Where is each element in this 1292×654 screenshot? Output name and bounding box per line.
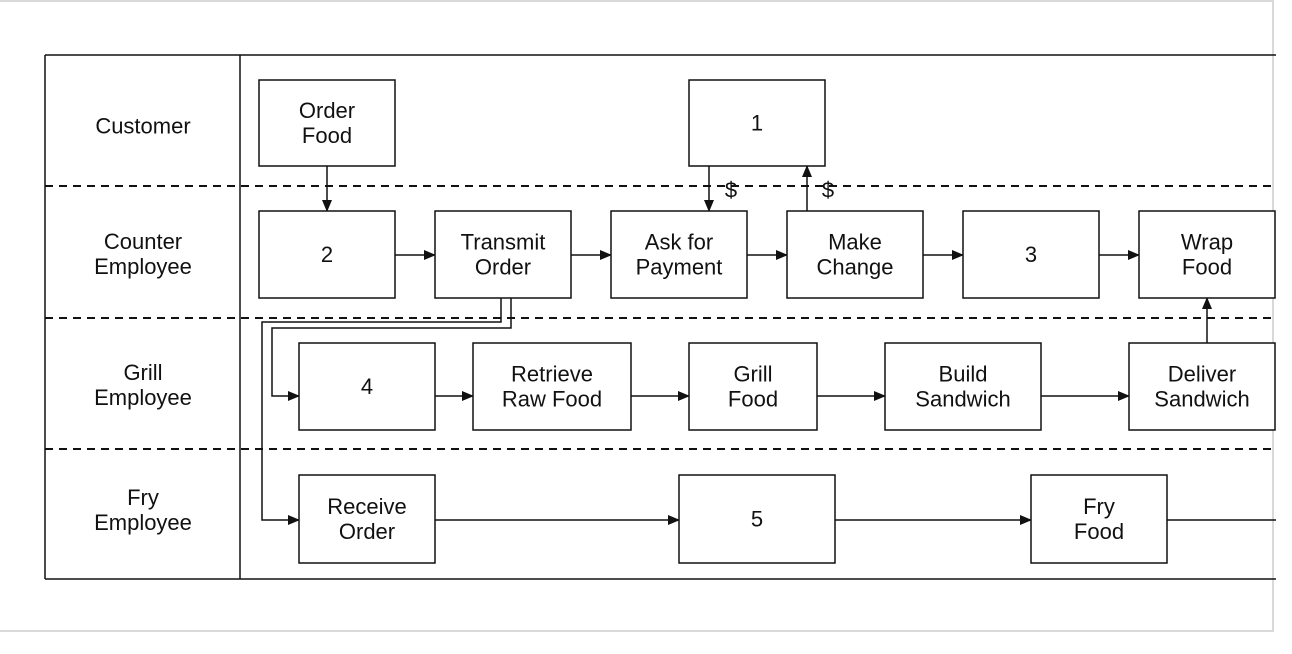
process-box-label: Change	[816, 255, 893, 280]
process-box-shape	[258, 79, 396, 167]
process-box-shape	[678, 474, 836, 564]
process-box-shape	[688, 79, 826, 167]
process-box-customer-1: 1	[688, 79, 826, 167]
process-box-label: Receive	[327, 494, 406, 519]
process-box-label: Sandwich	[1154, 387, 1249, 412]
process-box-label: Food	[1074, 519, 1124, 544]
process-box-label: Raw Food	[502, 387, 602, 412]
process-box-label: Order	[475, 255, 531, 280]
process-box-shape	[434, 210, 572, 299]
diagram-frame	[0, 0, 1274, 632]
process-box-shape	[298, 474, 436, 564]
process-box-shape	[786, 210, 924, 299]
process-box-shape	[472, 342, 632, 431]
process-box-shape	[962, 210, 1100, 299]
flow-labels: $$	[725, 178, 834, 203]
process-box-label: Transmit	[461, 230, 546, 255]
process-box-label: Deliver	[1168, 362, 1236, 387]
lane-label-grill: Employee	[94, 385, 192, 410]
flow-transmit-order-to-receive-order	[261, 298, 502, 525]
process-box-label: 5	[751, 507, 763, 532]
process-box-fry-5: 5	[678, 474, 836, 564]
process-box-shape	[884, 342, 1042, 431]
lane-label-fry: Fry	[127, 485, 159, 510]
process-box-label: Food	[728, 387, 778, 412]
process-box-shape	[258, 210, 396, 299]
process-box-label: 4	[361, 374, 373, 399]
process-box-counter-3: 3	[962, 210, 1100, 299]
process-box-grill-4: 4	[298, 342, 436, 431]
flow-transmit-order-to-grill-4	[271, 298, 512, 401]
process-box-label: Ask for	[645, 230, 713, 255]
process-box-label: Sandwich	[915, 387, 1010, 412]
process-box-label: Make	[828, 230, 882, 255]
process-box-label: Payment	[636, 255, 723, 280]
process-box-label: 3	[1025, 242, 1037, 267]
process-box-label: 2	[321, 242, 333, 267]
lane-label-customer: Customer	[95, 114, 190, 139]
lane-labels: CustomerCounterEmployeeGrillEmployeeFryE…	[94, 114, 192, 536]
process-box-shape	[298, 342, 436, 431]
process-box-label: Fry	[1083, 494, 1115, 519]
process-box-shape	[1128, 342, 1276, 431]
process-box-label: Retrieve	[511, 362, 593, 387]
process-box-label: Food	[302, 123, 352, 148]
process-box-label: 1	[751, 111, 763, 136]
process-box-label: Build	[939, 362, 988, 387]
process-box-label: Food	[1182, 255, 1232, 280]
swimlane-flowchart: CustomerCounterEmployeeGrillEmployeeFryE…	[44, 54, 1276, 580]
lane-label-counter: Counter	[104, 229, 182, 254]
payment-label: $	[822, 178, 834, 203]
lane-label-fry: Employee	[94, 510, 192, 535]
process-box-shape	[1030, 474, 1168, 564]
process-box-label: Order	[339, 519, 395, 544]
process-box-label: Wrap	[1181, 230, 1233, 255]
process-box-label: Grill	[733, 362, 772, 387]
lane-label-counter: Employee	[94, 254, 192, 279]
payment-label: $	[725, 178, 737, 203]
process-box-counter-2: 2	[258, 210, 396, 299]
process-box-shape	[688, 342, 818, 431]
flows	[261, 165, 1276, 525]
process-box-shape	[610, 210, 748, 299]
lane-label-grill: Grill	[123, 360, 162, 385]
process-box-shape	[1138, 210, 1276, 299]
process-box-label: Order	[299, 98, 355, 123]
